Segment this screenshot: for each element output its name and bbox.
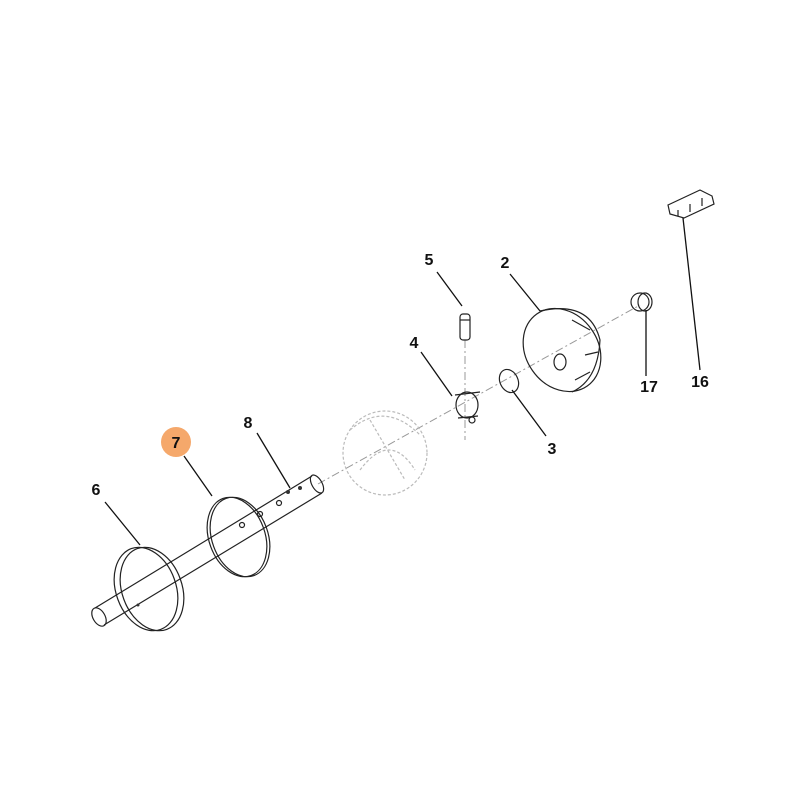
shaft-part[interactable] bbox=[89, 473, 327, 629]
highlight-badge[interactable] bbox=[161, 427, 191, 457]
ring-7-part[interactable] bbox=[197, 489, 281, 585]
callout-4[interactable]: 4 bbox=[410, 335, 419, 352]
callout-5[interactable]: 5 bbox=[425, 252, 434, 269]
callout-7[interactable]: 7 bbox=[172, 435, 181, 452]
clamp-part[interactable] bbox=[454, 391, 481, 424]
leader-lines bbox=[104, 217, 701, 546]
clip-part[interactable] bbox=[667, 189, 715, 219]
callout-8[interactable]: 8 bbox=[244, 415, 253, 432]
ring-6-part[interactable] bbox=[103, 538, 195, 639]
callout-16[interactable]: 16 bbox=[691, 374, 709, 391]
assembly-axis bbox=[317, 304, 641, 485]
callout-3[interactable]: 3 bbox=[548, 441, 557, 458]
callout-2[interactable]: 2 bbox=[501, 255, 510, 272]
ghost-sphere-part bbox=[342, 410, 428, 496]
pin-part[interactable] bbox=[459, 313, 471, 341]
knob-part[interactable] bbox=[630, 292, 653, 312]
callout-6[interactable]: 6 bbox=[92, 482, 101, 499]
callout-17[interactable]: 17 bbox=[640, 379, 658, 396]
cover-bowl-part[interactable] bbox=[507, 293, 616, 406]
o-ring-part[interactable] bbox=[496, 366, 522, 395]
